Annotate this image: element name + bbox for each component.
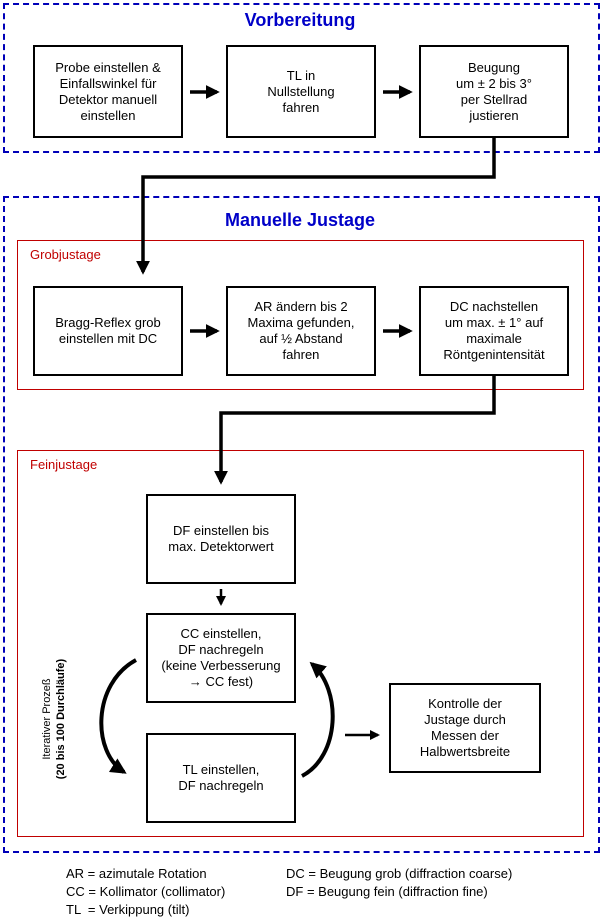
legend-tl: TL = Verkippung (tilt) (66, 902, 190, 917)
vorbereitung-title: Vorbereitung (244, 10, 356, 30)
step-dc-nachstellen: DC nachstellen um max. ± 1° auf maximale… (419, 286, 569, 376)
manuelle-justage-title: Manuelle Justage (224, 210, 376, 230)
legend-df: DF = Beugung fein (diffraction fine) (286, 884, 488, 899)
arrow-tl-to-cc (301, 661, 335, 778)
step-ar-aendern: AR ändern bis 2 Maxima gefunden, auf ½ A… (226, 286, 376, 376)
step-tl-nullstellung: TL in Nullstellung fahren (226, 45, 376, 138)
legend-cc: CC = Kollimator (collimator) (66, 884, 226, 899)
arrow-grob-to-fein (214, 376, 496, 485)
arrow-vorbereitung-to-grob (136, 138, 496, 275)
grobjustage-title: Grobjustage (30, 247, 101, 262)
step-kontrolle-halbwertsbreite: Kontrolle der Justage durch Messen der H… (389, 683, 541, 773)
legend-dc: DC = Beugung grob (diffraction coarse) (286, 866, 513, 881)
legend-ar: AR = azimutale Rotation (66, 866, 207, 881)
grobjustage-frame (17, 240, 584, 390)
step-beugung-justieren: Beugung um ± 2 bis 3° per Stellrad justi… (419, 45, 569, 138)
feinjustage-frame (17, 450, 584, 837)
feinjustage-title: Feinjustage (30, 457, 98, 472)
manuelle-justage-frame (3, 196, 600, 853)
vorbereitung-frame (3, 3, 600, 153)
step-probe-einstellen: Probe einstellen & Einfallswinkel für De… (33, 45, 183, 138)
step-tl-einstellen: TL einstellen, DF nachregeln (146, 733, 296, 823)
step-cc-einstellen: CC einstellen, DF nachregeln (keine Verb… (146, 613, 296, 703)
step-df-einstellen: DF einstellen bis max. Detektorwert (146, 494, 296, 584)
arrow-cc-to-tl (99, 658, 137, 774)
step-bragg-reflex: Bragg-Reflex grob einstellen mit DC (33, 286, 183, 376)
